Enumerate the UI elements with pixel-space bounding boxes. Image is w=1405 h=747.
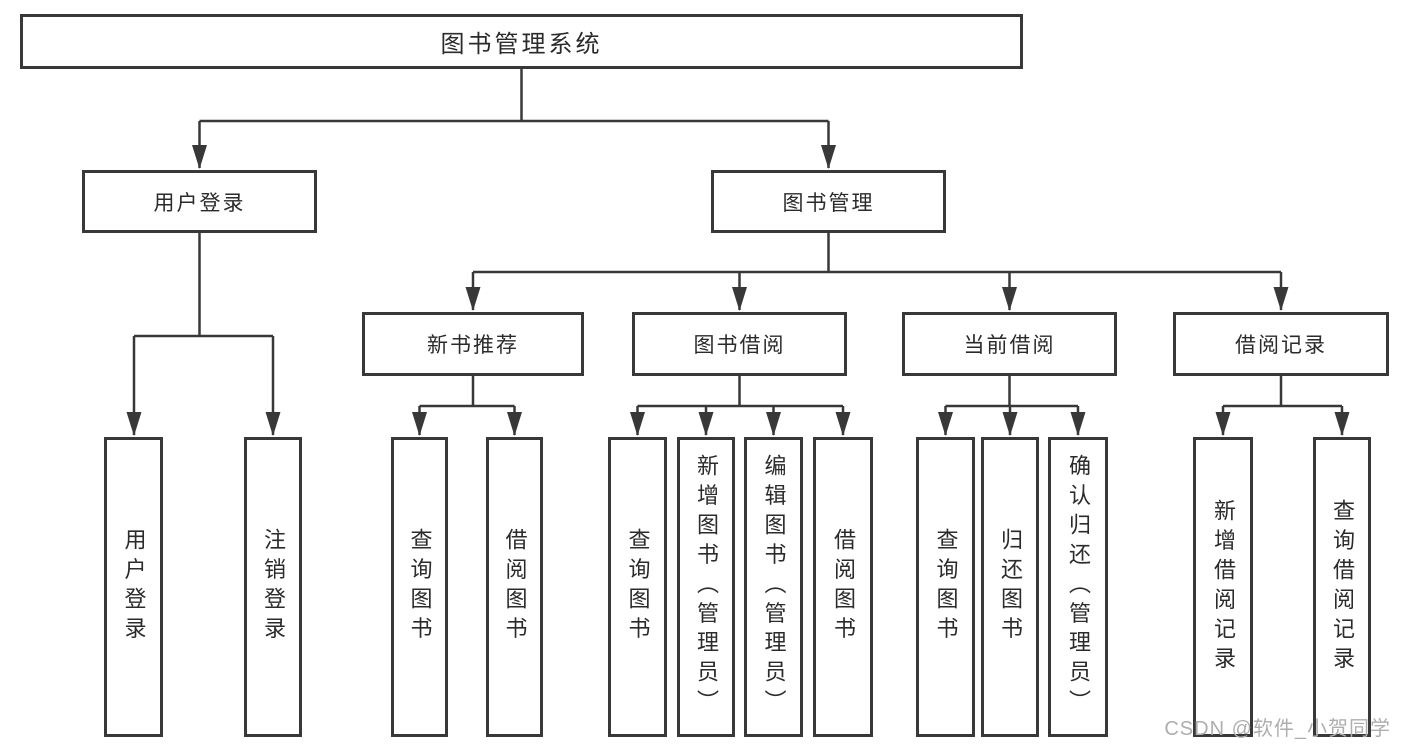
node-root: 图书管理系统 <box>20 14 1023 69</box>
node-book-management-label: 图书管理 <box>782 191 875 215</box>
connector-trunks <box>134 69 1342 408</box>
leaf-logout-label: 注销登录 <box>261 528 286 646</box>
leaf-query-borrow-record-label: 查询借阅记录 <box>1330 498 1355 676</box>
leaf-add-book-admin: 新增图书（管理员） <box>677 437 735 737</box>
leaf-query-books-2-label: 查询图书 <box>625 528 651 646</box>
leaf-query-books-3-label: 查询图书 <box>933 528 959 646</box>
leaf-borrow-books-1: 借阅图书 <box>486 437 543 737</box>
leaf-add-borrow-record: 新增借阅记录 <box>1193 437 1253 737</box>
leaf-borrow-books-2: 借阅图书 <box>813 437 873 737</box>
leaf-edit-book-admin: 编辑图书（管理员） <box>744 437 803 737</box>
node-current-borrow: 当前借阅 <box>902 312 1117 376</box>
leaf-logout: 注销登录 <box>244 437 302 737</box>
leaf-add-book-admin-label: 新增图书（管理员） <box>694 454 719 720</box>
leaf-user-login-label: 用户登录 <box>121 528 147 646</box>
node-borrow-records-label: 借阅记录 <box>1235 334 1327 357</box>
node-book-management: 图书管理 <box>711 170 946 233</box>
leaf-borrow-books-2-label: 借阅图书 <box>831 528 856 646</box>
leaf-query-books-3: 查询图书 <box>916 437 975 737</box>
node-user-login: 用户登录 <box>82 170 317 233</box>
node-new-book-recommend: 新书推荐 <box>362 312 584 376</box>
leaf-return-book: 归还图书 <box>981 437 1039 737</box>
leaf-confirm-return-admin-label: 确认归还（管理员） <box>1066 454 1091 720</box>
leaf-user-login: 用户登录 <box>104 437 163 737</box>
node-root-label: 图书管理系统 <box>440 31 603 58</box>
leaf-query-books-1-label: 查询图书 <box>407 528 433 646</box>
node-book-borrow-label: 图书借阅 <box>693 334 786 357</box>
leaf-borrow-books-1-label: 借阅图书 <box>502 528 528 646</box>
node-borrow-records: 借阅记录 <box>1173 312 1389 376</box>
leaf-query-books-2: 查询图书 <box>608 437 667 737</box>
leaf-return-book-label: 归还图书 <box>998 528 1023 646</box>
leaf-edit-book-admin-label: 编辑图书（管理员） <box>761 454 787 720</box>
node-new-book-recommend-label: 新书推荐 <box>427 334 519 357</box>
leaf-query-borrow-record: 查询借阅记录 <box>1313 437 1371 737</box>
node-user-login-label: 用户登录 <box>153 191 246 215</box>
csdn-watermark: CSDN @软件_小贺同学 <box>1164 718 1391 740</box>
leaf-add-borrow-record-label: 新增借阅记录 <box>1211 498 1236 676</box>
leaf-query-books-1: 查询图书 <box>391 437 448 737</box>
node-current-borrow-label: 当前借阅 <box>963 334 1056 357</box>
leaf-confirm-return-admin: 确认归还（管理员） <box>1048 437 1108 737</box>
node-book-borrow: 图书借阅 <box>632 312 847 376</box>
